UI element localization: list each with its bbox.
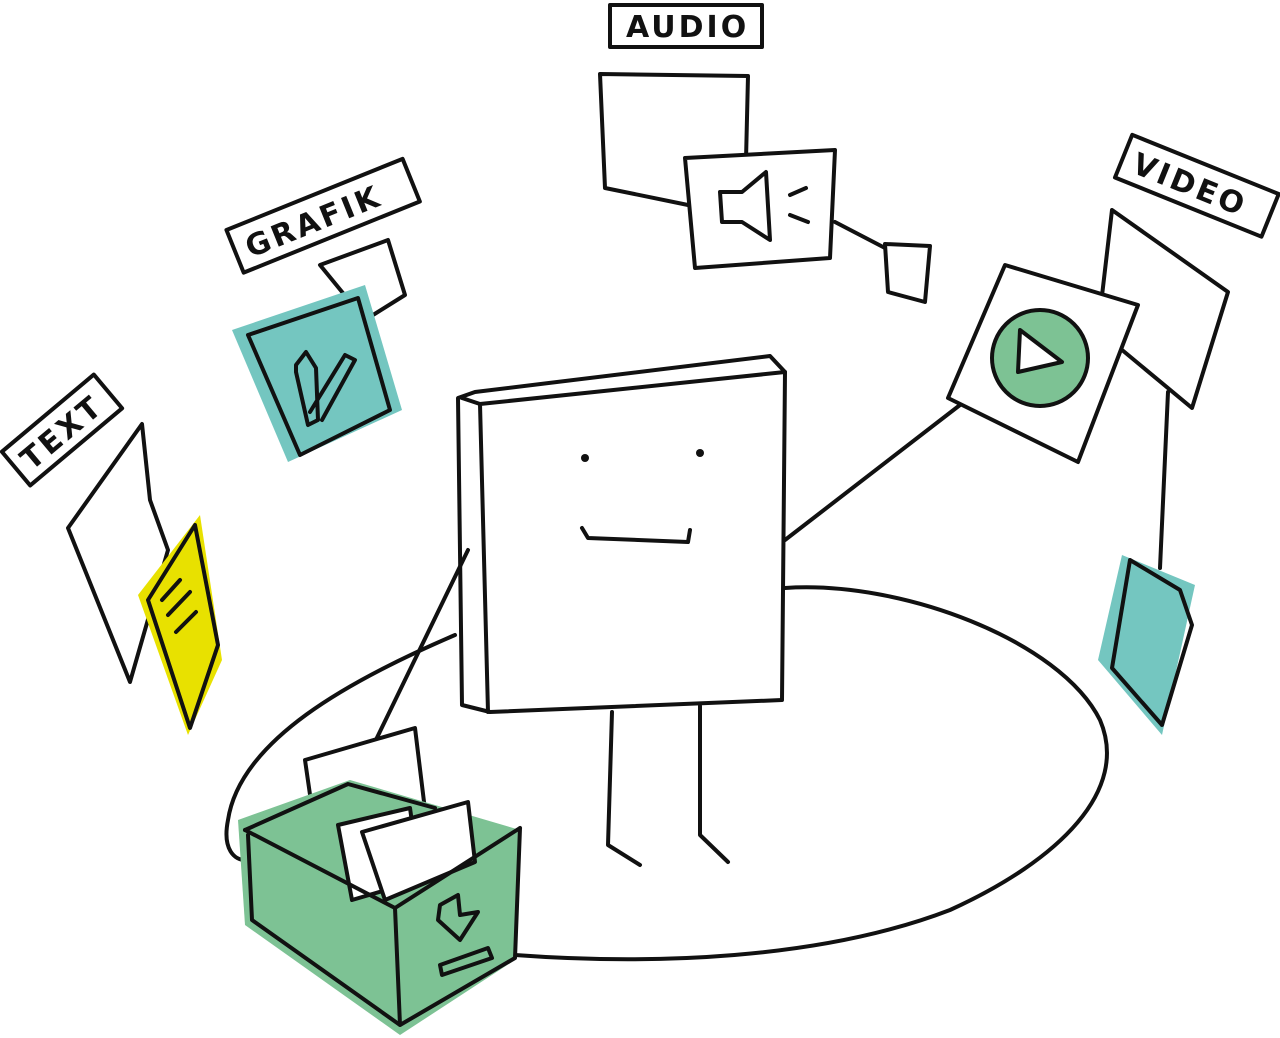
speaker-icon xyxy=(718,170,772,242)
text-group: TEXT xyxy=(0,372,222,735)
grafik-group: GRAFIK xyxy=(224,156,422,462)
audio-label: AUDIO xyxy=(626,10,749,45)
audio-group: AUDIO xyxy=(598,3,932,304)
floor-ellipse xyxy=(224,585,1109,962)
download-icon xyxy=(436,893,494,977)
download-box-group xyxy=(238,726,522,1035)
central-character xyxy=(370,354,962,867)
play-icon xyxy=(1016,328,1064,374)
pencil-icon xyxy=(294,350,357,427)
document-lines-icon xyxy=(138,515,222,735)
video-group: VIDEO xyxy=(946,132,1280,735)
